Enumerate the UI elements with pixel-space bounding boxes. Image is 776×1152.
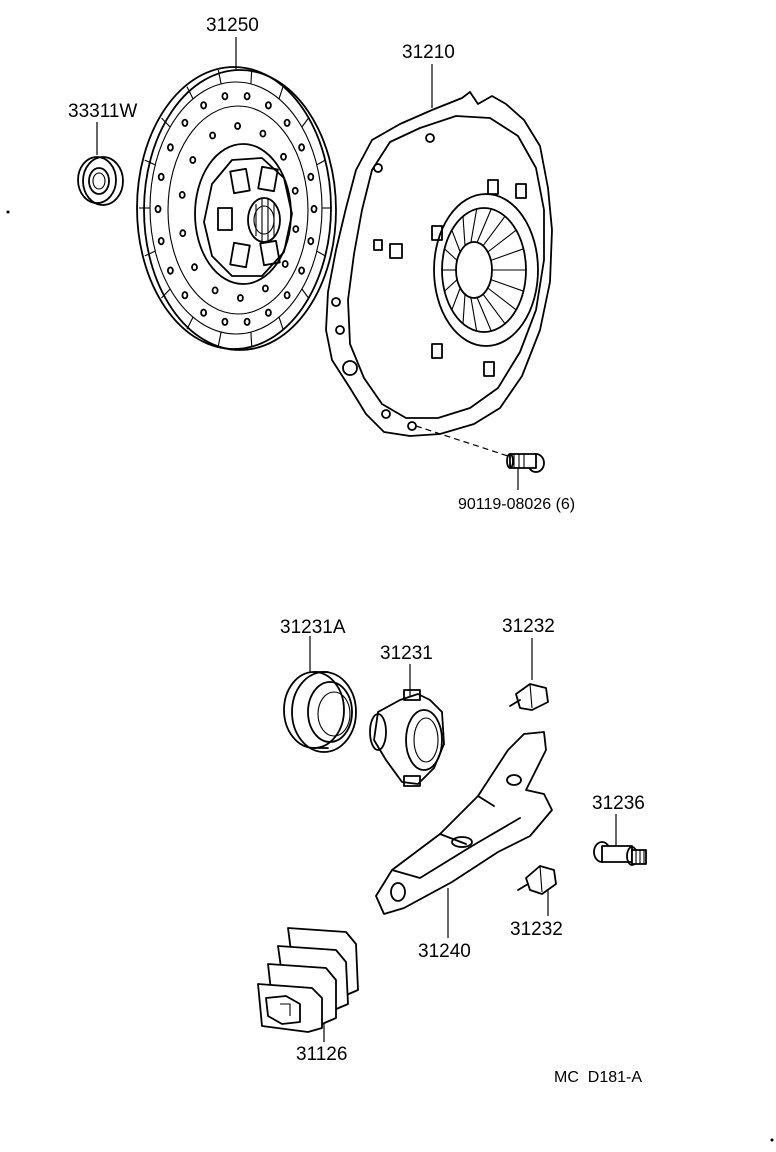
part-number-31236: 31236: [592, 793, 645, 814]
release-fork-boot-drawing: [257, 927, 359, 1042]
part-number-31232-upper: 31232: [502, 616, 555, 637]
clutch-disc-drawing: [136, 37, 337, 351]
part-number-31240: 31240: [418, 941, 471, 962]
clip-upper-drawing: [509, 638, 549, 711]
release-fork-drawing: [375, 731, 553, 938]
release-bearing-drawing: [283, 636, 357, 753]
part-number-31250: 31250: [206, 15, 259, 36]
part-number-31126: 31126: [296, 1044, 348, 1065]
clutch-cover-drawing: [325, 64, 553, 457]
pilot-bearing-drawing: [77, 122, 124, 206]
part-number-31231: 31231: [380, 643, 433, 664]
clip-lower-drawing: [517, 865, 557, 916]
part-number-90119-08026: 90119-08026 (6): [458, 496, 576, 513]
part-number-31231A: 31231A: [280, 617, 346, 638]
bearing-hub-drawing: [369, 664, 445, 787]
pivot-stud-drawing: [593, 814, 647, 866]
diagram-code: MC D181-A: [554, 1069, 643, 1086]
part-number-31210: 31210: [402, 42, 455, 63]
part-number-33311W: 33311W: [68, 101, 138, 122]
part-number-31232-lower: 31232: [510, 919, 563, 940]
bolt-drawing: [506, 453, 545, 490]
